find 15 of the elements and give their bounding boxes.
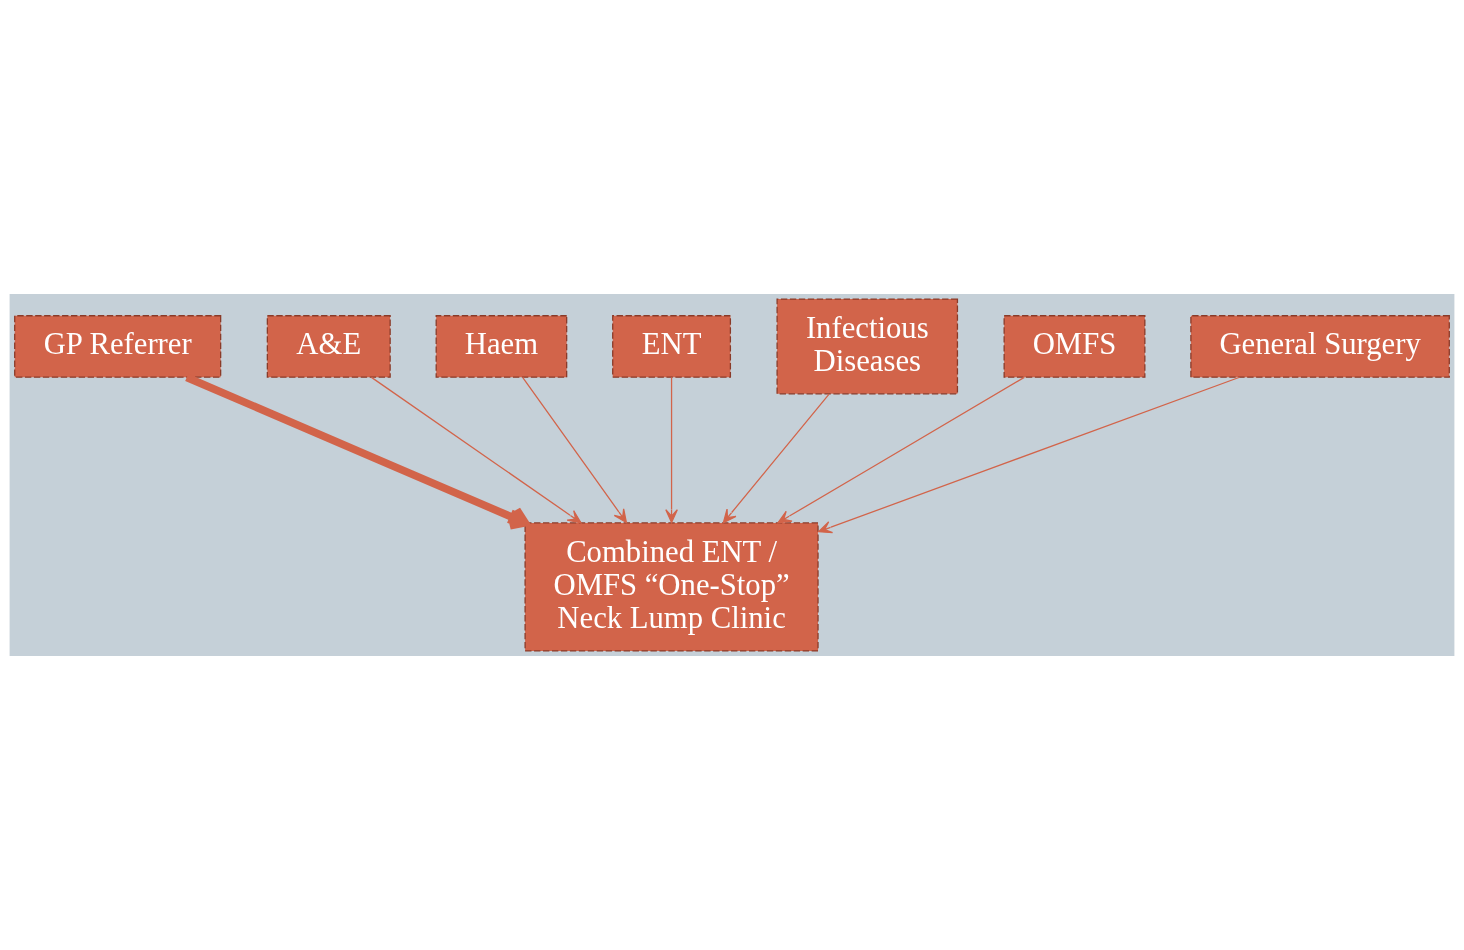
- node-box: GP Referrer: [14, 315, 222, 378]
- arrow: [777, 376, 1025, 524]
- node-box: ENT: [612, 315, 732, 378]
- node-box: Haem: [435, 315, 568, 378]
- node-box: General Surgery: [1190, 315, 1450, 378]
- node-box: Combined ENT / OMFS “One-Stop” Neck Lump Clinic: [524, 522, 819, 652]
- arrow: [370, 376, 582, 524]
- arrow: [722, 393, 830, 524]
- node-box: OMFS: [1003, 315, 1146, 378]
- arrow: [817, 376, 1241, 534]
- arrow: [522, 376, 628, 524]
- arrow: [665, 376, 678, 524]
- node-box: Infectious Diseases: [776, 298, 959, 395]
- node-box: A&E: [266, 315, 391, 378]
- arrow: [185, 373, 530, 530]
